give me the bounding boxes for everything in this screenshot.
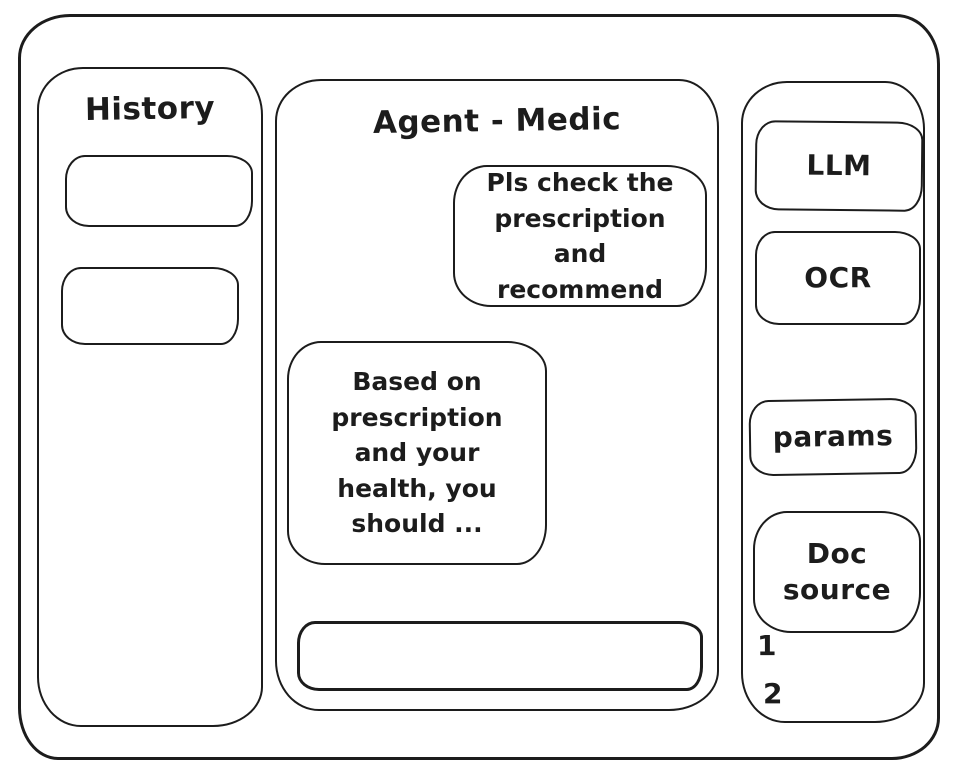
ocr-button[interactable]: OCR: [755, 231, 921, 325]
app-window: History Agent - Medic Pls check the pres…: [18, 14, 940, 760]
chat-panel: Agent - Medic Pls check the prescription…: [275, 79, 719, 711]
history-title: History: [84, 89, 216, 129]
chat-title: Agent - Medic: [372, 101, 622, 141]
tools-panel: LLM OCR params Doc source 1 2: [741, 81, 925, 723]
llm-button[interactable]: LLM: [754, 120, 924, 212]
history-panel: History: [37, 67, 263, 727]
doc-source-item-1[interactable]: 1: [757, 629, 777, 662]
message-input[interactable]: [297, 621, 703, 691]
agent-message-bubble: Based on prescription and your health, y…: [287, 341, 547, 565]
doc-source-item-2[interactable]: 2: [763, 677, 783, 710]
doc-source-button[interactable]: Doc source: [753, 511, 921, 633]
user-message-bubble: Pls check the prescription and recommend: [453, 165, 707, 307]
history-item[interactable]: [61, 267, 239, 345]
params-button[interactable]: params: [748, 397, 918, 477]
history-item[interactable]: [65, 155, 253, 227]
